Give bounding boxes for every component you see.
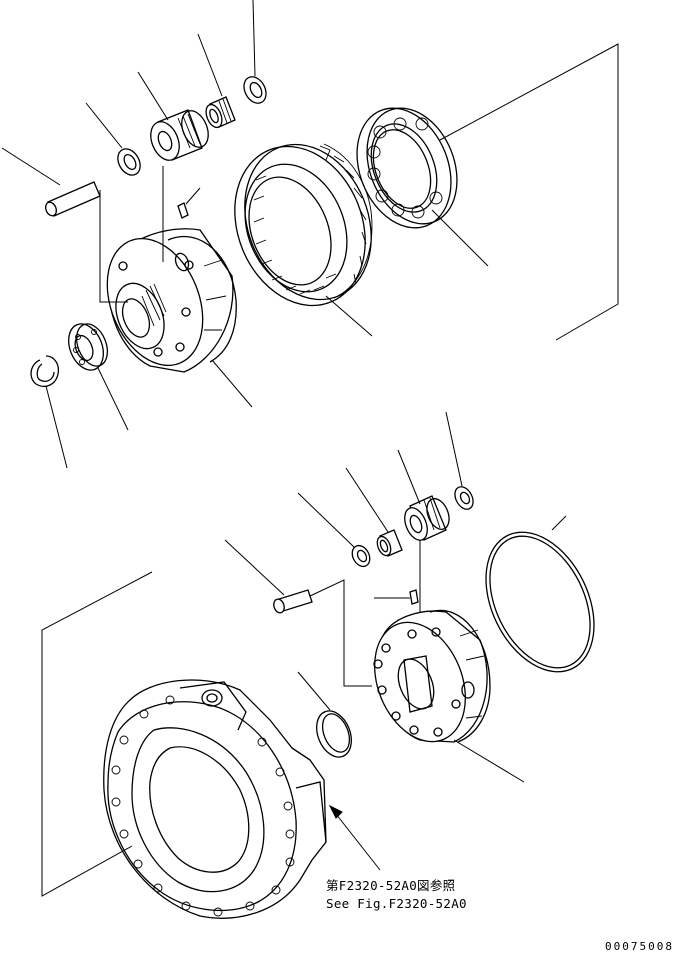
planet-gear-lower [397, 449, 450, 630]
snap-ring-upper [30, 355, 68, 469]
arrow-pointer-icon [328, 804, 381, 871]
thrust-washer-upper [85, 102, 141, 176]
pin-lower [224, 539, 372, 687]
reference-note-japanese: 第F2320-52A0図参照 [326, 878, 456, 893]
o-ring-small [297, 671, 352, 758]
dowel-pin-lower [374, 589, 419, 605]
o-ring-large [485, 515, 595, 673]
needle-bearing-upper [197, 33, 236, 129]
thrust-washer-small-upper [243, 0, 267, 104]
planet-carrier-lower [373, 609, 525, 783]
housing [41, 571, 327, 919]
thrust-washer-small-lower [445, 411, 474, 510]
large-ball-bearing [356, 43, 619, 341]
thrust-washer-lower [297, 492, 371, 568]
needle-bearing-lower [345, 467, 403, 557]
ball-bearing-upper [68, 323, 129, 431]
pin-upper [1, 147, 101, 217]
reference-note-english: See Fig.F2320-52A0 [326, 896, 467, 911]
planet-gear-upper [137, 71, 209, 161]
planet-carrier-upper [99, 166, 253, 408]
dowel-pin-upper [177, 187, 201, 219]
drawing-number: 00075008 [605, 940, 674, 953]
ring-gear [234, 143, 373, 337]
